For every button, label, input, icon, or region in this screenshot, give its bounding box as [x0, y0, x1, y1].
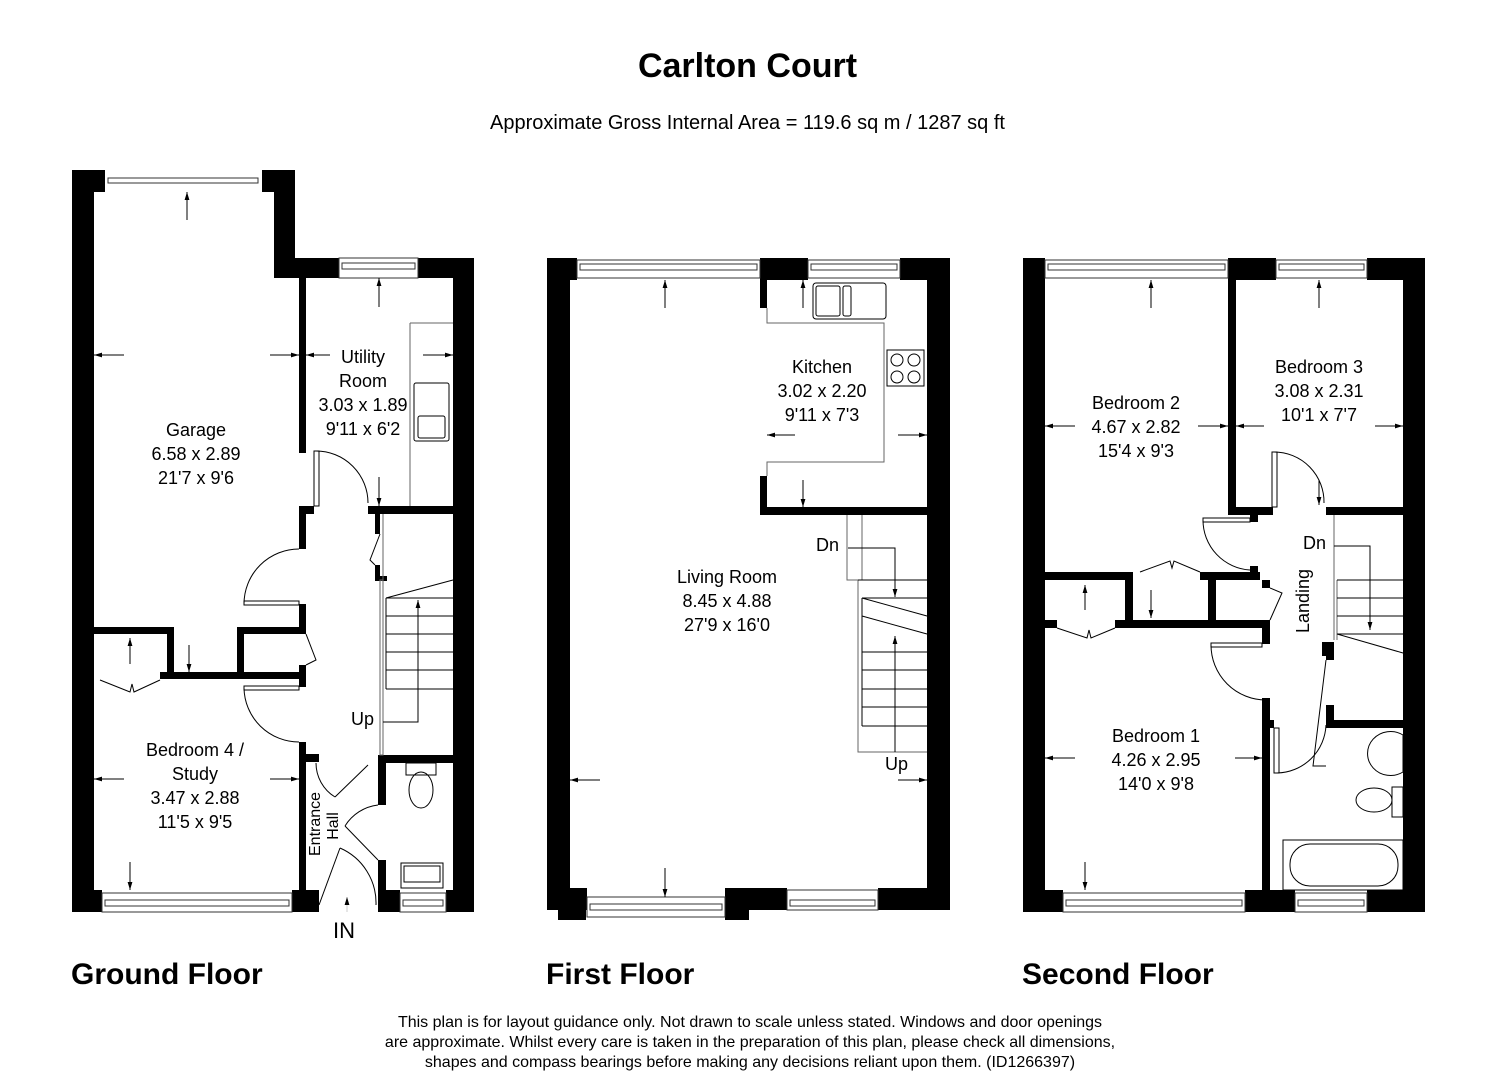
- room-name: Living Room: [676, 567, 778, 587]
- gross-area-subtitle: Approximate Gross Internal Area = 119.6 …: [490, 112, 1005, 134]
- room-metric: 3.47 x 2.88: [150, 788, 240, 808]
- room-entrance-hall: Entrance Hall: [307, 791, 343, 856]
- room-metric: 4.67 x 2.82: [1091, 417, 1181, 437]
- room-name: Utility: [340, 347, 385, 367]
- ground-floor-plan: [72, 170, 474, 913]
- room-imperial: 9'11 x 6'2: [325, 419, 401, 439]
- room-metric: 3.08 x 2.31: [1274, 381, 1364, 401]
- room-name-line2: Room: [338, 371, 388, 391]
- room-name: Landing: [1293, 568, 1313, 634]
- room-imperial: 9'11 x 7'3: [784, 405, 860, 425]
- floor-label-first: First Floor: [546, 958, 695, 991]
- room-metric: 3.03 x 1.89: [318, 395, 408, 415]
- room-kitchen: Kitchen 3.02 x 2.20 9'11 x 7'3: [777, 355, 866, 427]
- room-name: Entrance: [307, 791, 324, 856]
- second-floor-plan: [1023, 258, 1425, 913]
- room-name-line2: Hall: [325, 812, 342, 840]
- room-bedroom-2: Bedroom 2 4.67 x 2.82 15'4 x 9'3: [1091, 391, 1180, 463]
- room-name: Kitchen: [791, 357, 853, 377]
- room-landing: Landing: [1293, 566, 1313, 636]
- disclaimer-line-2: are approximate. Whilst every care is ta…: [384, 1034, 1116, 1051]
- room-bedroom-4-study: Bedroom 4 / Study 3.47 x 2.88 11'5 x 9'5: [146, 738, 244, 834]
- disclaimer-line-3: shapes and compass bearings before makin…: [424, 1054, 1076, 1071]
- room-bedroom-3: Bedroom 3 3.08 x 2.31 10'1 x 7'7: [1274, 355, 1363, 427]
- room-living-room: Living Room 8.45 x 4.88 27'9 x 16'0: [677, 565, 777, 637]
- first-floor-plan: [547, 258, 950, 920]
- room-imperial: 11'5 x 9'5: [157, 812, 233, 832]
- room-metric: 4.26 x 2.95: [1111, 750, 1201, 770]
- room-name: Bedroom 2: [1091, 393, 1181, 413]
- room-utility: Utility Room 3.03 x 1.89 9'11 x 6'2: [318, 345, 407, 441]
- room-imperial: 14'0 x 9'8: [1118, 774, 1194, 794]
- room-name: Bedroom 3: [1274, 357, 1364, 377]
- floor-label-ground: Ground Floor: [71, 958, 263, 991]
- room-imperial: 10'1 x 7'7: [1281, 405, 1357, 425]
- room-imperial: 21'7 x 9'6: [158, 468, 234, 488]
- room-imperial: 15'4 x 9'3: [1098, 441, 1174, 461]
- stairs-up-label: Up: [351, 709, 375, 729]
- stairs-down-label: Dn: [816, 535, 840, 555]
- plan-title: Carlton Court: [637, 47, 858, 85]
- room-metric: 6.58 x 2.89: [151, 444, 241, 464]
- room-metric: 3.02 x 2.20: [777, 381, 867, 401]
- disclaimer-line-1: This plan is for layout guidance only. N…: [397, 1014, 1103, 1031]
- room-imperial: 27'9 x 16'0: [684, 615, 770, 635]
- room-name: Bedroom 4 /: [145, 740, 245, 760]
- room-garage: Garage 6.58 x 2.89 21'7 x 9'6: [151, 418, 240, 490]
- room-metric: 8.45 x 4.88: [682, 591, 772, 611]
- disclaimer: This plan is for layout guidance only. N…: [300, 1013, 1200, 1073]
- entry-label: IN: [333, 918, 355, 943]
- stairs-up-label: Up: [885, 754, 909, 774]
- room-name-line2: Study: [171, 764, 219, 784]
- stairs-down-label: Dn: [1303, 533, 1327, 553]
- floor-label-second: Second Floor: [1022, 958, 1214, 991]
- room-bedroom-1: Bedroom 1 4.26 x 2.95 14'0 x 9'8: [1111, 724, 1200, 796]
- room-name: Garage: [165, 420, 227, 440]
- room-name: Bedroom 1: [1111, 726, 1201, 746]
